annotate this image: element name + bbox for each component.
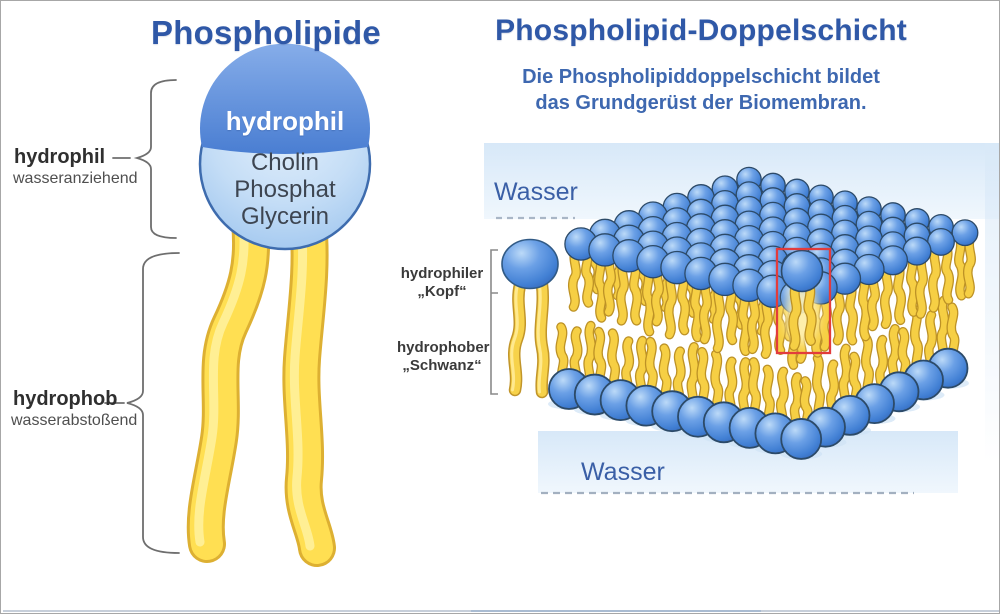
head-component-glycerin: Glycerin [240,203,330,230]
single-phospholipid-small [501,238,559,399]
label-kopf-line1: hydrophiler [400,265,484,282]
hydrophil-brace [112,79,177,239]
head-tail-bracket [490,249,498,395]
head-components-list: Cholin Phosphat Glycerin [215,149,355,230]
water-label-top: Wasser [494,178,578,206]
label-hydrophiler-kopf: hydrophiler „Kopf“ [397,265,487,301]
label-hydrophil: hydrophil [14,146,106,168]
water-label-bottom: Wasser [581,458,665,486]
left-panel-title: Phospholipide [151,14,381,51]
label-hydrophob: hydrophob [13,388,118,410]
head-cap-label: hydrophil [225,106,345,136]
label-kopf-line2: „Kopf“ [417,283,467,300]
label-wasserabstossend: wasserabstoßend [11,412,138,429]
right-panel-subtitle-line2: das Grundgerüst der Biomembran. [535,92,867,114]
small-head-sphere [501,238,559,290]
phospholipid-head-cap [199,43,371,154]
head-component-cholin: Cholin [250,149,320,176]
label-hydrophober-schwanz: hydrophober „Schwanz“ [397,339,490,375]
hydrophob-brace [104,252,180,554]
right-water-strip [985,143,999,463]
phospholipid-bilayer-illustration [548,166,979,460]
label-wasseranziehend: wasseranziehend [13,170,138,187]
head-component-phosphat: Phosphat [234,176,336,203]
right-panel-subtitle-line1: Die Phospholipiddoppelschicht bildet [522,66,880,88]
label-schwanz-line1: hydrophober [397,339,490,356]
single-phospholipid-large [186,43,372,567]
fatty-acid-tails [186,204,336,567]
highlight-box [775,247,832,355]
right-panel-title: Phospholipid-Doppelschicht [495,14,907,47]
label-schwanz-line2: „Schwanz“ [402,357,482,374]
